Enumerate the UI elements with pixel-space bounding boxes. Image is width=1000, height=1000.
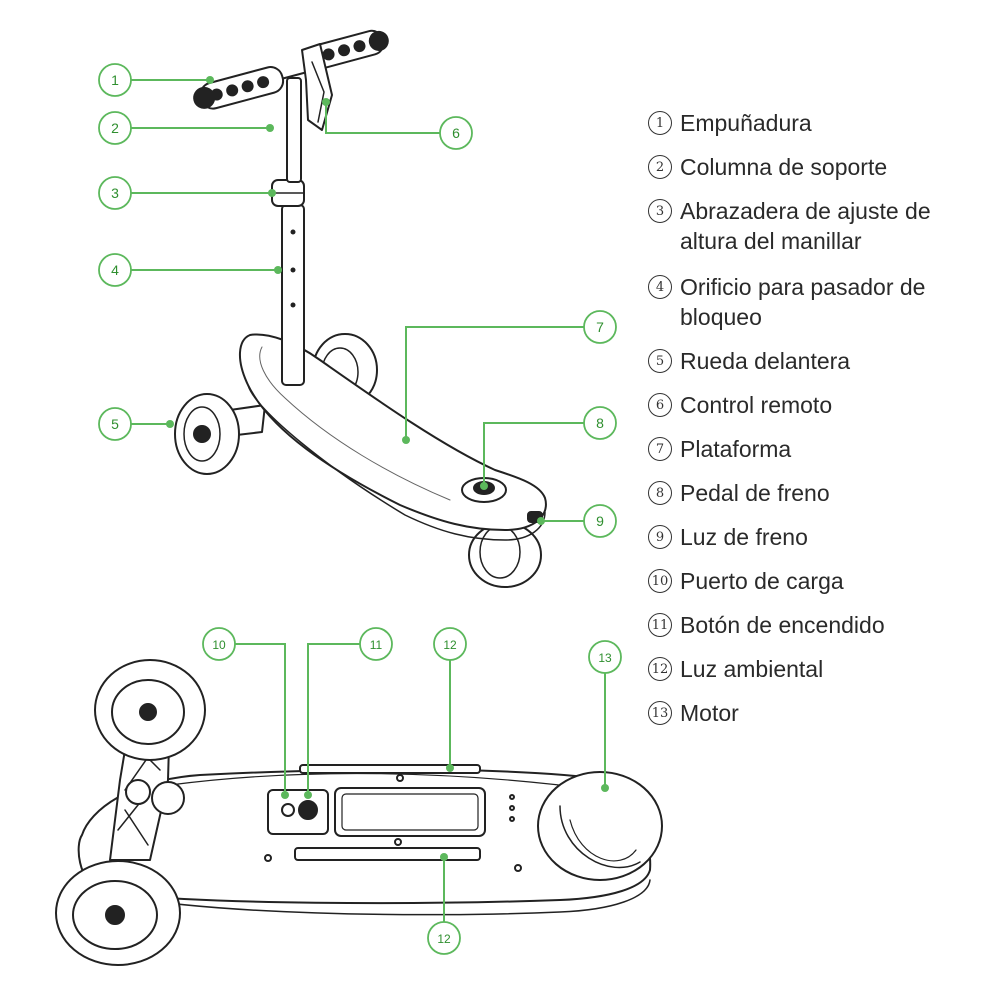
ambient-light-bottom (294, 847, 481, 861)
legend-label: Rueda delantera (680, 348, 851, 374)
legend-item: 6 Control remoto (648, 390, 993, 434)
callout-7: 7 (583, 310, 617, 344)
callout-badges: 1 2 3 4 5 6 7 8 9 10 11 12 12 13 (98, 63, 622, 955)
legend-label: Luz ambiental (680, 656, 824, 682)
svg-text:2: 2 (111, 120, 119, 136)
callout-10: 10 (202, 627, 236, 661)
legend-label: Botón de encendido (680, 612, 885, 638)
legend-label: Columna de soporte (680, 154, 888, 180)
scooter-top-view (174, 29, 547, 588)
callout-11: 11 (359, 627, 393, 661)
legend-label: Orificio para pasador de bloqueo (680, 274, 926, 330)
charging-port (281, 803, 295, 817)
svg-text:13: 13 (598, 651, 612, 665)
legend-number: 2 (648, 155, 672, 179)
legend-item: 4 Orificio para pasador de bloqueo (648, 272, 993, 346)
legend-number: 12 (648, 657, 672, 681)
legend-number: 5 (648, 349, 672, 373)
legend-number: 13 (648, 701, 672, 725)
legend-label: Pedal de freno (680, 480, 830, 506)
legend-item: 10 Puerto de carga (648, 566, 993, 610)
callout-dots (166, 76, 609, 861)
svg-text:10: 10 (212, 638, 226, 652)
legend-item: 13 Motor (648, 698, 993, 742)
svg-text:12: 12 (437, 932, 451, 946)
legend-item: 8 Pedal de freno (648, 478, 993, 522)
svg-text:9: 9 (596, 513, 604, 529)
legend-label: Empuñadura (680, 110, 812, 136)
legend-number: 1 (648, 111, 672, 135)
svg-text:8: 8 (596, 415, 604, 431)
legend-number: 6 (648, 393, 672, 417)
legend-label: Puerto de carga (680, 568, 844, 594)
legend-number: 11 (648, 613, 672, 637)
legend-number: 7 (648, 437, 672, 461)
legend-item: 5 Rueda delantera (648, 346, 993, 390)
callout-5: 5 (98, 407, 132, 441)
legend-number: 4 (648, 275, 672, 299)
legend-number: 3 (648, 199, 672, 223)
callout-8: 8 (583, 406, 617, 440)
svg-text:1: 1 (111, 72, 119, 88)
legend-number: 8 (648, 481, 672, 505)
legend-label: Control remoto (680, 392, 833, 418)
legend-item: 1 Empuñadura (648, 108, 993, 152)
grip-right (311, 29, 389, 69)
svg-text:3: 3 (111, 185, 119, 201)
svg-text:5: 5 (111, 416, 119, 432)
stem-upper (286, 77, 302, 183)
legend-item: 9 Luz de freno (648, 522, 993, 566)
charge-power-panel (267, 789, 329, 835)
scooter-bottom-view (55, 659, 663, 966)
callout-1: 1 (98, 63, 132, 97)
callout-lines (131, 79, 606, 922)
grip-left (193, 66, 285, 110)
legend-item: 12 Luz ambiental (648, 654, 993, 698)
legend-label: Plataforma (680, 436, 792, 462)
callout-12-top: 12 (433, 627, 467, 661)
legend-label: Luz de freno (680, 524, 808, 550)
battery-cover (334, 787, 486, 837)
callout-13: 13 (588, 640, 622, 674)
svg-text:7: 7 (596, 319, 604, 335)
callout-3: 3 (98, 176, 132, 210)
callout-12-bottom: 12 (427, 921, 461, 955)
legend-label: Motor (680, 700, 739, 726)
legend-number: 9 (648, 525, 672, 549)
legend-item: 7 Plataforma (648, 434, 993, 478)
legend-item: 3 Abrazadera de ajuste de altura del mani… (648, 196, 993, 272)
callout-9: 9 (583, 504, 617, 538)
svg-text:12: 12 (443, 638, 457, 652)
callout-2: 2 (98, 111, 132, 145)
legend-number: 10 (648, 569, 672, 593)
callout-4: 4 (98, 253, 132, 287)
legend-item: 11 Botón de encendido (648, 610, 993, 654)
svg-text:4: 4 (111, 262, 119, 278)
legend-label: Abrazadera de ajuste de altura del manil… (680, 198, 931, 254)
svg-text:11: 11 (370, 638, 383, 652)
remote-control (301, 43, 333, 131)
callout-6: 6 (439, 116, 473, 150)
motor-wheel (537, 771, 663, 881)
parts-legend: 1 Empuñadura 2 Columna de soporte 3 Abrazad… (648, 108, 993, 742)
power-button (298, 800, 318, 820)
legend-item: 2 Columna de soporte (648, 152, 993, 196)
ambient-light-top (299, 764, 481, 774)
svg-text:6: 6 (452, 125, 460, 141)
